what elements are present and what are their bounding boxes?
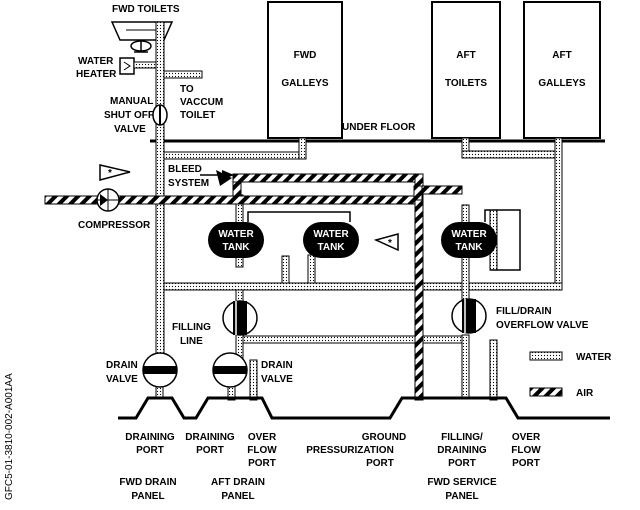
draining-port-2-label-1: DRAINING (185, 432, 235, 443)
figure-id-label: GFC5-01-3810-002-A001AA (4, 373, 15, 500)
legend-water-label: WATER (576, 352, 612, 363)
filling-line-label-1: FILLING (172, 322, 211, 333)
bleed-label-1: BLEED (168, 164, 202, 175)
bleed-arrow (200, 170, 234, 186)
water-heater-label-2: HEATER (76, 69, 117, 80)
aft-toilets-label-2: TOILETS (445, 78, 487, 89)
draining-port-1-label-1: DRAINING (125, 432, 175, 443)
ground-port-label-3: PORT (366, 458, 394, 469)
fwd-service-panel-label-1: FWD SERVICE (427, 477, 497, 488)
tank-interconnect (247, 209, 521, 271)
star-text-right: * (388, 238, 392, 249)
overflow-port-2-label-3: PORT (512, 458, 540, 469)
tank-3-label-2: TANK (455, 242, 483, 253)
draining-port-2-label-2: PORT (196, 445, 224, 456)
water-tank-3: WATER TANK (441, 222, 497, 258)
to-vaccum-label-2: VACCUM (180, 97, 223, 108)
fwd-galleys-box (267, 1, 343, 139)
fwd-drain-valve-icon (142, 352, 178, 388)
compressor-label: COMPRESSOR (78, 220, 151, 231)
star-text-left: * (108, 168, 112, 179)
filling-line-valve-icon (222, 300, 258, 336)
ground-port-label-1: GROUND (362, 432, 406, 443)
compressor-icon (96, 188, 120, 212)
fwd-service-panel-label-2: PANEL (445, 491, 478, 502)
fill-drain-overflow-valve-icon (451, 298, 487, 334)
legend-air-label: AIR (576, 388, 594, 399)
fwd-toilets-label: FWD TOILETS (112, 4, 180, 15)
aft-drain-valve-icon (212, 352, 248, 388)
fill-drain-label-1: FILL/DRAIN (496, 306, 552, 317)
to-vaccum-label-1: TO (180, 84, 194, 95)
tank-2-label-1: WATER (313, 229, 349, 240)
overflow-port-2-label-2: FLOW (511, 445, 541, 456)
water-tank-1: WATER TANK (208, 222, 264, 258)
filling-line-label-2: LINE (180, 336, 203, 347)
manual-valve-label-2: SHUT OFF (104, 110, 154, 121)
under-floor-label: UNDER FLOOR (342, 122, 416, 133)
aft-drain-panel-label-1: AFT DRAIN (211, 477, 265, 488)
manual-valve-label-1: MANUAL (110, 96, 153, 107)
fuselage-skin-line (118, 396, 610, 420)
manual-shut-off-valve-icon (152, 104, 168, 126)
bleed-label-2: SYSTEM (168, 178, 209, 189)
fwd-drain-panel-label-2: PANEL (131, 491, 164, 502)
tank-1-label-2: TANK (222, 242, 250, 253)
tank-1-label-1: WATER (218, 229, 254, 240)
aft-galleys-box (523, 1, 601, 139)
draining-port-1-label-2: PORT (136, 445, 164, 456)
fill-drain-label-2: OVERFLOW VALVE (496, 320, 589, 331)
tank-2-label-2: TANK (317, 242, 345, 253)
labels: FWD TOILETS WATER HEATER TO VACCUM TOILE… (4, 4, 612, 502)
overflow-port-1-label-1: OVER (248, 432, 277, 443)
fwd-drain-panel-label-1: FWD DRAIN (119, 477, 176, 488)
filling-draining-port-label-3: PORT (448, 458, 476, 469)
aft-drain-panel-label-2: PANEL (221, 491, 254, 502)
water-heater-icon (119, 57, 135, 75)
star-triangle-icon-left: * (99, 164, 131, 181)
manual-valve-label-3: VALVE (114, 124, 146, 135)
aft-toilets-label-1: AFT (456, 50, 475, 61)
fwd-galleys-label-1: FWD (294, 50, 317, 61)
aft-drain-valve-label-2: VALVE (261, 374, 293, 385)
legend-air-swatch (529, 387, 563, 397)
water-tank-2: WATER TANK (303, 222, 359, 258)
fwd-drain-valve-label-1: DRAIN (106, 360, 138, 371)
fwd-drain-valve-label-2: VALVE (106, 374, 138, 385)
aft-galleys-label-2: GALLEYS (538, 78, 586, 89)
legend-water-swatch (529, 351, 563, 361)
filling-draining-port-label-2: DRAINING (437, 445, 487, 456)
tank-3-label-1: WATER (451, 229, 487, 240)
to-vaccum-label-3: TOILET (180, 110, 215, 121)
overflow-port-2-label-1: OVER (512, 432, 541, 443)
fwd-galleys-label-2: GALLEYS (281, 78, 329, 89)
aft-toilets-box (431, 1, 501, 139)
ground-port-label-2: PRESSURIZATION (306, 445, 394, 456)
aft-galleys-label-1: AFT (552, 50, 571, 61)
water-heater-label-1: WATER (78, 56, 114, 67)
air-pipes (44, 173, 463, 401)
aft-drain-valve-label-1: DRAIN (261, 360, 293, 371)
overflow-port-1-label-3: PORT (248, 458, 276, 469)
star-triangle-icon-right: * (373, 233, 399, 252)
overflow-port-1-label-2: FLOW (247, 445, 277, 456)
filling-draining-port-label-1: FILLING/ (441, 432, 483, 443)
